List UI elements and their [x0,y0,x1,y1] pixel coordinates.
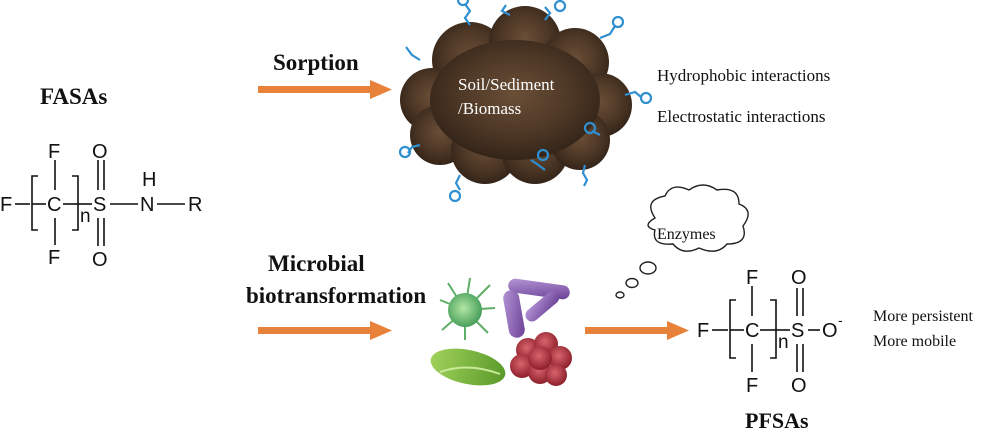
fasas-atom-f-bottom: F [48,247,60,269]
fasas-atom-o-bottom: O [92,249,108,271]
microbial-label-line2: biotransformation [246,283,427,308]
sorption-label: Sorption [273,50,359,75]
pfsas-charge: - [838,312,843,328]
pfsas-subscript-n: n [778,332,789,353]
biotransformation-arrow-right [585,321,689,340]
hydrophobic-interactions-label: Hydrophobic interactions [657,66,831,85]
surfactant-chains [398,0,653,203]
biotransformation-arrow-left [258,321,392,340]
electrostatic-interactions-label: Electrostatic interactions [657,107,826,126]
fasas-atom-h: H [142,169,156,191]
fasas-atom-r: R [188,194,202,216]
fasas-atom-s: S [93,194,106,216]
soil-label-line1: Soil/Sediment [458,75,555,94]
fasas-atom-c: C [47,194,61,216]
cocci-cluster-microbe [510,332,572,386]
pfsas-atom-o-bottom: O [791,375,807,397]
diagram-canvas: F C F F n S O O N H R [0,0,843,397]
soil-particle [400,6,632,184]
fasas-subscript-n: n [80,206,91,227]
fasas-structure: F C F F n S O O N H R [0,141,202,271]
pfsas-structure: F C F F n S O O O - [697,267,843,397]
rod-bacteria-microbe [503,278,570,338]
pfsas-atom-o-minus: O [822,320,838,342]
microbial-label-line1: Microbial [268,251,365,276]
fasas-title: FASAs [40,84,108,109]
pfsas-title: PFSAs [745,408,809,433]
fasas-atom-f-top: F [48,141,60,163]
soil-label-line2: /Biomass [458,99,522,118]
fasas-atom-f-left: F [0,194,12,216]
pfsas-atom-f-bottom: F [746,375,758,397]
virus-microbe [439,277,496,340]
pfsas-atom-s: S [791,320,804,342]
pfsas-atom-f-top: F [746,267,758,289]
pfsas-atom-o-top: O [791,267,807,289]
fasas-atom-n: N [140,194,154,216]
more-persistent-label: More persistent [873,308,973,325]
enzymes-thought-bubble [615,184,749,299]
fasas-atom-o-top: O [92,141,108,163]
pfsas-atom-f-left: F [697,320,709,342]
green-bacillus-microbe [430,348,506,386]
sorption-arrow [258,80,392,99]
more-mobile-label: More mobile [873,333,957,350]
pfsas-atom-c: C [745,320,759,342]
enzymes-label: Enzymes [657,226,716,243]
